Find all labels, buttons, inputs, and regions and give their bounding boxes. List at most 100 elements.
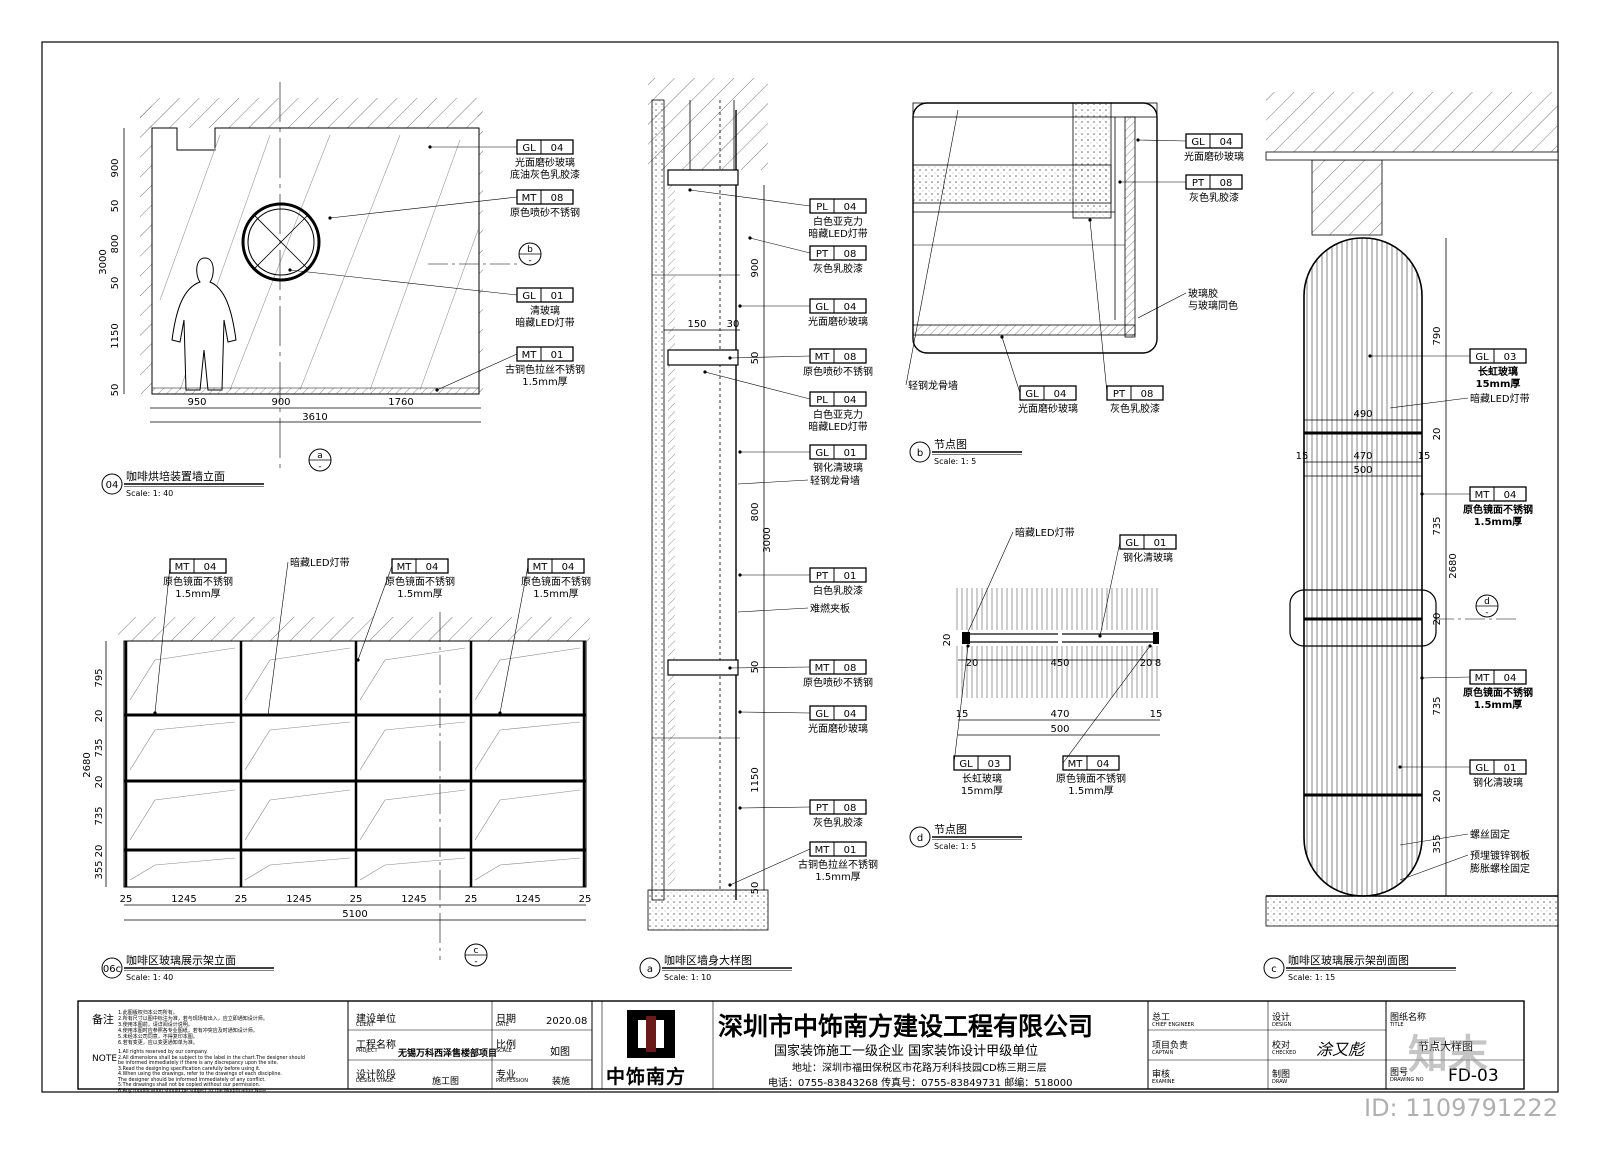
tag-material: 光面磨砂玻璃 (1184, 150, 1244, 163)
tag-number: 04 (426, 562, 439, 573)
tag-number: 01 (551, 350, 564, 361)
stage-label: 设计阶段 (356, 1070, 396, 1081)
view-scale: Scale: 1: 40 (126, 489, 173, 498)
tag-code: MT (522, 350, 538, 361)
scale-value: 如图 (550, 1047, 570, 1058)
dim-text-sc: 790 490 20 470 15 15 500 735 2680 20 735… (1296, 326, 1459, 853)
tag-number: 08 (844, 663, 857, 674)
dim-e06-25d: 25 (465, 894, 478, 905)
notes-label: 备注 (92, 1013, 114, 1026)
dim-e06-25b: 25 (235, 894, 248, 905)
note-cn-line: 4.使用本图时应参照各专业图纸，若有冲突应及时通知设计师。 (118, 1028, 258, 1034)
tag-material: 长虹玻璃 (1478, 365, 1518, 378)
view-title: 咖啡区玻璃展示架剖面图 (1288, 953, 1409, 967)
leader-note: 暗藏LED灯带 (290, 556, 350, 569)
dim-sc-20c: 20 (1432, 790, 1443, 803)
tag-material: 光面磨砂玻璃 (808, 315, 868, 328)
section-mark-b: b - (518, 242, 542, 266)
note-en-line: 6.Any modification should be subject to … (118, 1088, 268, 1094)
section-mark-a-letter: a (317, 451, 323, 461)
date-value: 2020.08 (546, 1016, 588, 1027)
tag-material: 光面磨砂玻璃 (1018, 402, 1078, 415)
dim-sd-500: 500 (1050, 724, 1069, 735)
dim-e04-1760: 1760 (388, 397, 413, 408)
draw-label: 制图 (1272, 1070, 1291, 1080)
tag-code: MT (175, 562, 191, 573)
check-signature: 涂又彪 (1316, 1040, 1365, 1059)
stage-en: DESIGN STAGE (356, 1078, 394, 1084)
view-scale: Scale: 1: 40 (126, 973, 173, 982)
tag-spec: 1.5mm厚 (397, 588, 442, 600)
section-a: 900 150 30 50 800 3000 50 1150 50 (647, 78, 773, 931)
project-en: PROJECT (356, 1048, 378, 1054)
view-number: c (1271, 964, 1277, 975)
tag-material: 钢化清玻璃 (813, 461, 863, 474)
tag-code: GL (1125, 538, 1139, 549)
dim-e04-900h: 900 (271, 397, 290, 408)
dim-e06-20a: 20 (94, 710, 105, 723)
tag-number: 03 (1504, 352, 1517, 363)
dim-sa-3000: 3000 (762, 527, 773, 552)
leader-note: 难燃夹板 (810, 602, 850, 615)
dim-e06-25e: 25 (579, 894, 592, 905)
tag-material: 灰色乳胶漆 (1110, 402, 1160, 415)
tag-material: 原色镜面不锈钢 (163, 575, 233, 588)
dim-e06-2680: 2680 (82, 752, 93, 777)
view-title: 节点图 (934, 438, 967, 451)
tag-code: PL (816, 395, 828, 406)
tag-material: 原色喷砂不锈钢 (510, 206, 580, 219)
captain-en: CAPTAIN (1152, 1050, 1174, 1056)
tag-number: 04 (562, 562, 575, 573)
tag-number: 04 (844, 709, 857, 720)
tag-code: GL (815, 709, 829, 720)
notes-cn-list: 1.此图版权归本公司所有。2.所有尺寸以图中标注为准，若与现场有出入，应立即通知… (118, 1010, 268, 1046)
dim-sc-20a: 20 (1432, 428, 1443, 441)
view-number: 06c (103, 964, 121, 975)
tag-code: MT (1068, 759, 1084, 770)
logo-text: 中饰南方 (606, 1066, 687, 1088)
leader-note: 暗藏LED灯带 (1470, 392, 1530, 405)
chief-en: CHIEF ENGINEER (1152, 1022, 1195, 1028)
leader-note: 与玻璃同色 (1188, 299, 1238, 312)
tag-spec: 15mm厚 (961, 785, 1003, 797)
section-markers: b - a - c - d - (308, 242, 1499, 967)
section-mark-d: d - (1475, 594, 1499, 618)
chief-label: 总工 (1152, 1013, 1171, 1023)
tag-spec: 1.5mm厚 (533, 588, 578, 600)
dim-e04-800: 800 (110, 234, 121, 253)
leader-note: 暗藏LED灯带 (1015, 526, 1075, 539)
view-scale: Scale: 1: 10 (664, 973, 711, 982)
tag-spec: 暗藏LED灯带 (808, 227, 868, 240)
leader-note: 膨胀螺栓固定 (1470, 862, 1530, 875)
tag-number: 04 (1097, 759, 1110, 770)
dim-e06-1245a: 1245 (171, 894, 196, 905)
company-contact: 电话：0755-83843268 传真号：0755-83849731 邮编：51… (768, 1078, 1073, 1089)
watermark-brand: 知末 (1408, 1032, 1488, 1078)
section-mark-b-letter: b (527, 245, 533, 255)
note-cn-line: 5.未经本公司同意，不得复印本图。 (118, 1034, 198, 1040)
tag-spec: 1.5mm厚 (815, 871, 860, 883)
section-mark-a-sheet: - (318, 462, 321, 472)
dim-text-e06: 795 20 735 20 735 20 355 2680 25 1245 25… (82, 668, 591, 920)
company-qualification: 国家装饰施工一级企业 国家装饰设计甲级单位 (774, 1044, 1039, 1059)
tag-material: 古铜色拉丝不锈钢 (505, 363, 585, 376)
tag-code: MT (397, 562, 413, 573)
tag-material: 白色乳胶漆 (813, 584, 863, 597)
dim-e04-1150: 1150 (110, 323, 121, 348)
